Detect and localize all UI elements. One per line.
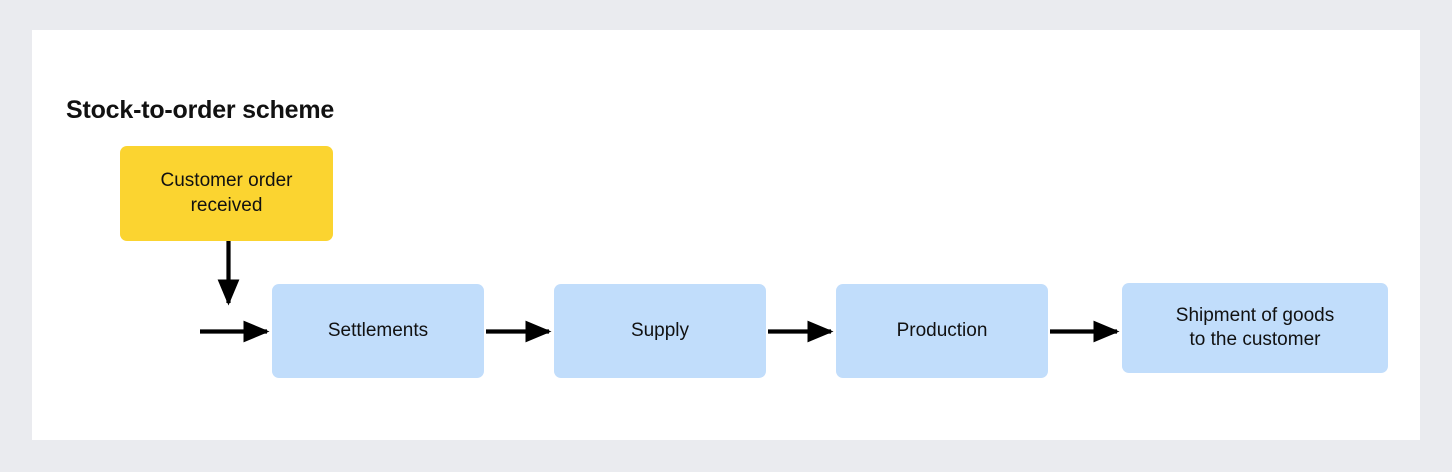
node-shipment-of-goods[interactable]: Shipment of goods to the customer	[1122, 283, 1388, 373]
node-settlements[interactable]: Settlements	[272, 284, 484, 378]
page-title: Stock-to-order scheme	[66, 96, 335, 124]
node-label: Settlements	[327, 319, 429, 341]
node-label: Supply	[630, 319, 690, 341]
node-customer-order-received[interactable]: Customer order received	[120, 146, 333, 241]
node-label: Production	[896, 319, 988, 341]
node-label: Customer order received	[160, 170, 293, 216]
node-label: Shipment of goods to the customer	[1175, 304, 1335, 350]
node-production[interactable]: Production	[836, 284, 1048, 378]
node-supply[interactable]: Supply	[554, 284, 766, 378]
